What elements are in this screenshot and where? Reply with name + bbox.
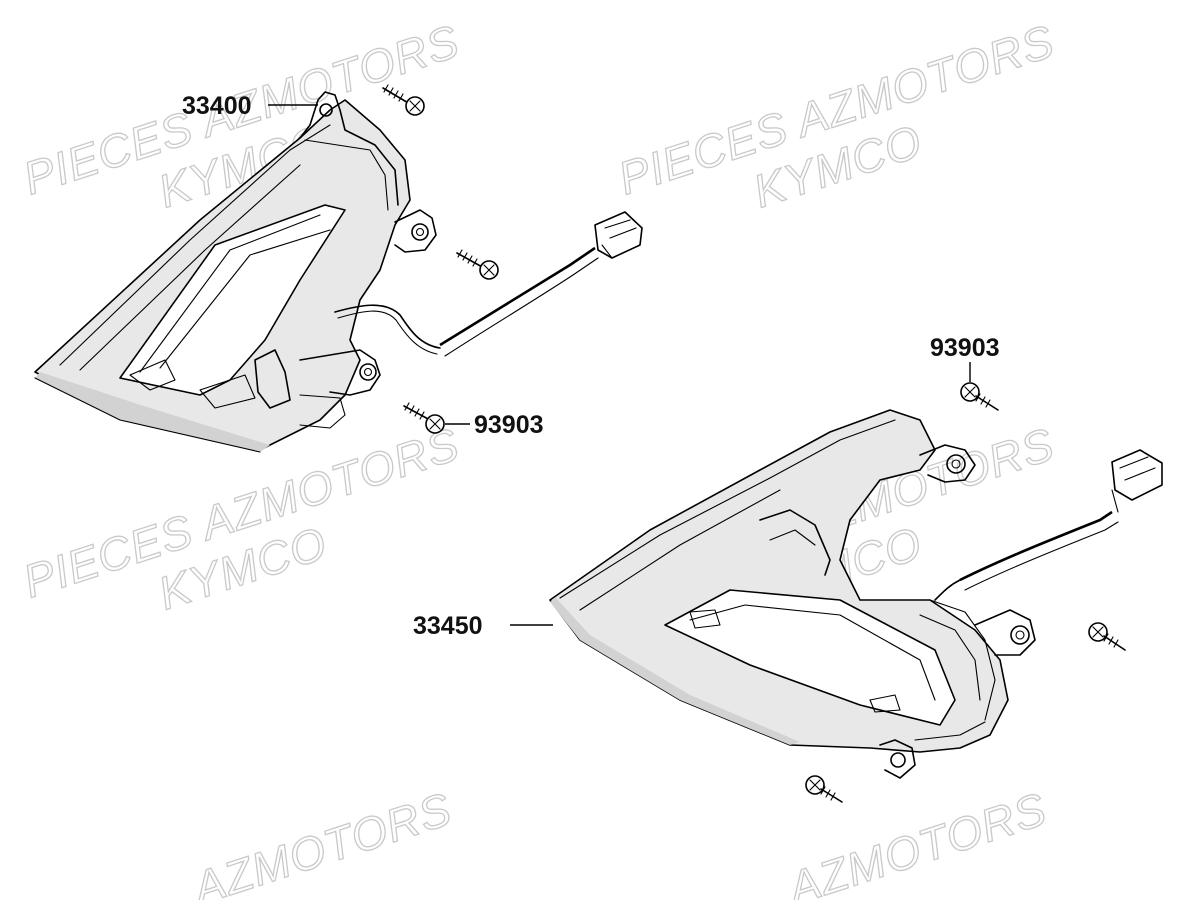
left-turn-signal-assembly — [34, 91, 643, 453]
left-top-screw — [382, 84, 425, 116]
right-top-screw — [960, 382, 999, 411]
watermark-bottom-left: AZMOTORS — [184, 782, 458, 900]
right-side-screw — [1088, 622, 1126, 651]
watermark-bottom-right: AZMOTORS — [779, 782, 1053, 900]
part-number-33450: 33450 — [413, 612, 483, 640]
part-number-93903-right: 93903 — [930, 334, 1000, 362]
part-number-93903-left: 93903 — [474, 411, 544, 439]
right-turn-signal-assembly — [549, 409, 1163, 779]
part-number-33400: 33400 — [182, 92, 252, 120]
left-bottom-screw — [403, 402, 445, 434]
right-bottom-screw — [805, 775, 843, 803]
left-middle-screw — [456, 249, 499, 280]
